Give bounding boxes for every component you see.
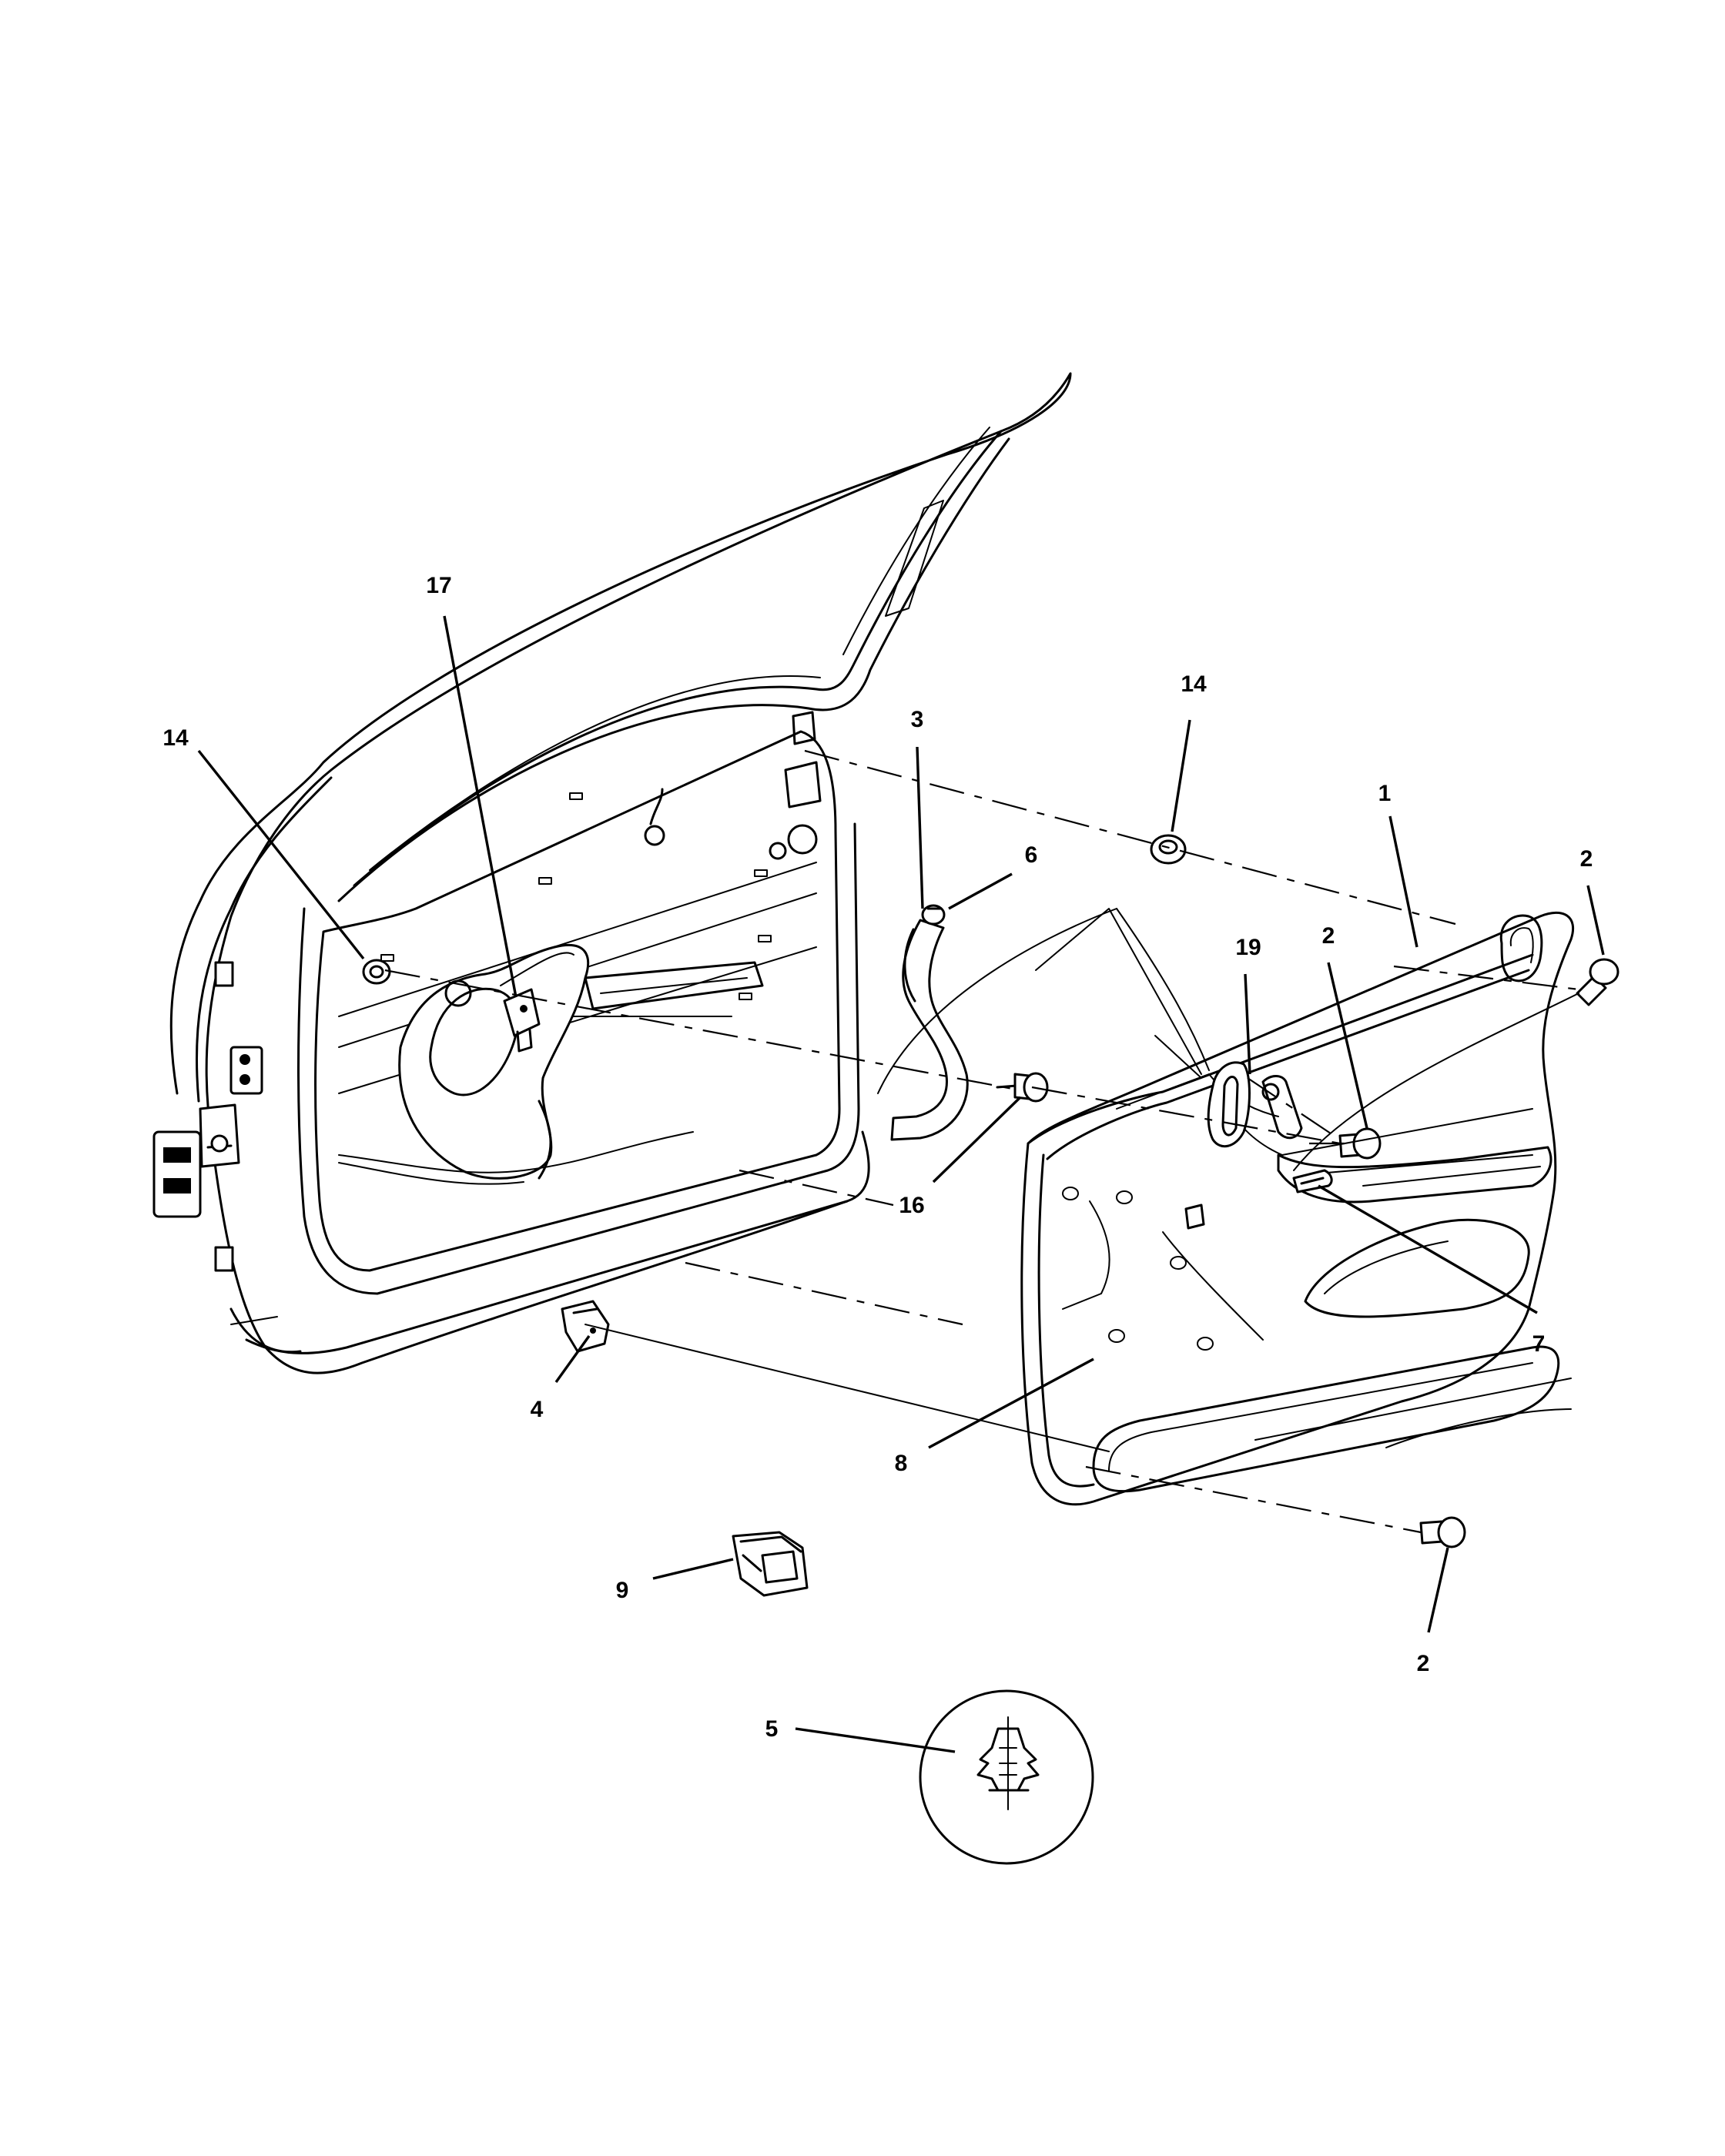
callout-4: 4 xyxy=(531,1397,544,1422)
leader-lines xyxy=(197,615,1605,1753)
callout-7: 7 xyxy=(1532,1331,1546,1357)
callout-2-middle: 2 xyxy=(1322,923,1335,949)
callout-14-left: 14 xyxy=(162,725,189,751)
callout-9: 9 xyxy=(616,1578,629,1603)
bracket-3 xyxy=(890,904,969,1141)
detail-circle-5 xyxy=(919,1689,1094,1865)
grommet-14-shell xyxy=(362,959,391,985)
callout-labels: 17 14 3 14 1 2 6 19 2 16 7 4 8 9 2 5 xyxy=(162,573,1593,1742)
callout-3: 3 xyxy=(911,707,924,732)
grommet-14-right xyxy=(1150,834,1187,865)
screw-2-middle xyxy=(1338,1127,1382,1160)
callout-2-top: 2 xyxy=(1580,846,1593,872)
callout-17: 17 xyxy=(426,573,451,598)
callout-19: 19 xyxy=(1235,935,1261,960)
bracket-17 xyxy=(503,988,541,1053)
callout-6: 6 xyxy=(1025,842,1038,868)
door-trim-panel xyxy=(1020,908,1575,1506)
callout-14-right: 14 xyxy=(1181,671,1207,697)
clip-4 xyxy=(561,1300,610,1353)
clip-9 xyxy=(732,1531,809,1597)
callout-5: 5 xyxy=(765,1716,779,1742)
callout-16: 16 xyxy=(899,1193,924,1218)
callout-2-bottom: 2 xyxy=(1417,1651,1430,1676)
screw-2-upper xyxy=(1576,958,1619,1006)
door-shell xyxy=(152,372,1072,1374)
alignment-lines xyxy=(384,749,1579,1534)
screw-2-lower xyxy=(1419,1516,1466,1548)
callout-1: 1 xyxy=(1378,781,1392,806)
callout-8: 8 xyxy=(895,1451,908,1476)
